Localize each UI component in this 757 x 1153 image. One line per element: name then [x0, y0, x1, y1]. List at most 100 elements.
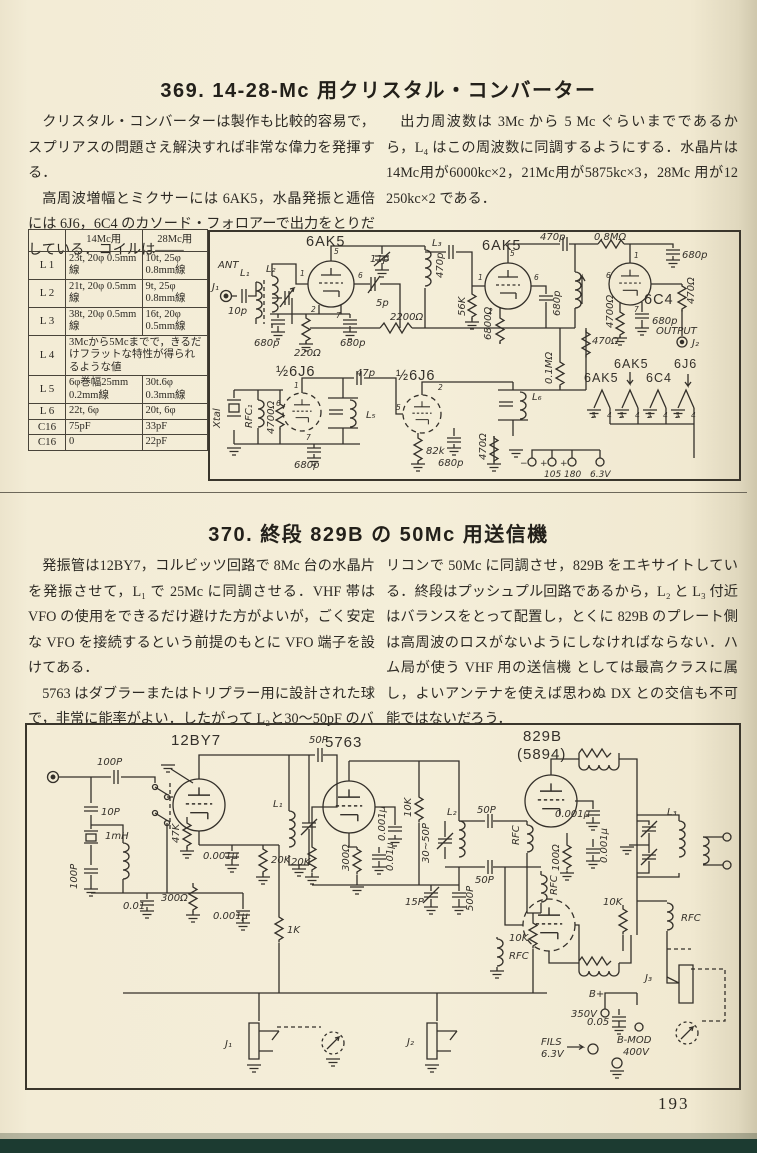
coil-l3: [678, 820, 686, 858]
label-100p: 100P: [69, 863, 80, 889]
output-jack: [676, 336, 688, 348]
col-header-28mc: 28Mc用: [141, 229, 209, 252]
tube-half-6j6-mult: [402, 394, 442, 434]
label-tube-6ak5: 6AK5: [306, 234, 345, 250]
label-l5: L₅: [366, 410, 376, 421]
label-82k: 82k: [426, 446, 446, 457]
label-680p: 680p: [340, 338, 365, 349]
label-680p: 680p: [438, 458, 463, 469]
label-08m: 0.8MΩ: [594, 232, 627, 243]
section-divider: [0, 492, 747, 493]
label-rfc: RFC: [549, 875, 560, 895]
pin: 5: [334, 247, 339, 256]
section-370-title: 370. 終段 829B の 50Mc 用送信機: [208, 524, 549, 546]
label-4700: 4700Ω: [266, 401, 277, 434]
label-680p: 680p: [682, 250, 707, 261]
switch-levers: [154, 786, 169, 822]
label-001: 0.01: [123, 901, 145, 912]
label-0001u: 0.001μ: [377, 806, 388, 841]
section-369-title: 369. 14-28-Mc 用クリスタル・コンバーター: [160, 80, 597, 102]
output-jack-pin: [679, 339, 685, 345]
label-10k: 10K: [603, 897, 624, 908]
coil-output-link: [702, 836, 710, 865]
label-tube-6c4: 6C4: [644, 292, 674, 308]
resistor-1k: [274, 914, 284, 944]
label-heater-6ak5: 6AK5: [614, 357, 649, 371]
label-l2: L₂: [447, 807, 457, 818]
label-1mh: 1mH: [105, 831, 129, 842]
label-xtal: Xtal: [212, 408, 223, 429]
capacitor-symbol: [241, 288, 247, 304]
capacitor-680p: [270, 319, 286, 325]
tube-electrodes: [291, 398, 313, 423]
label-l6: L₆: [532, 392, 542, 403]
ground: [224, 864, 240, 873]
ground: [235, 922, 251, 931]
pointer-arrows: [626, 372, 692, 388]
ground: [611, 1026, 627, 1035]
tube-half-6j6-osc: [282, 392, 322, 432]
ground: [349, 886, 365, 895]
table-header-row: 14Mc用 28Mc用: [28, 229, 209, 252]
tube-electrodes: [495, 269, 521, 300]
crystal-plates: [84, 830, 98, 844]
parasitic-resistor-bottom: [578, 955, 612, 967]
label-plus: +: [540, 459, 548, 469]
terminal-fils: [587, 1043, 599, 1055]
label-tube-829b: 829B: [523, 728, 562, 745]
labels-369: ANT J₁ L₁ 10p L₂ 6AK5 5 1 6 2 7 680p 220…: [210, 232, 707, 479]
capacitor-50p: [487, 859, 493, 875]
tube-5763: [322, 780, 376, 834]
terminal-bmod: [634, 1022, 644, 1032]
pin: 5: [510, 249, 515, 258]
coil-rfc-plate: [666, 902, 674, 931]
pin: 5: [396, 403, 401, 412]
label-output: OUTPUT: [656, 326, 698, 337]
coil-l2: [458, 820, 466, 858]
vfo-input-jack: [46, 770, 60, 784]
resistor-4700: [615, 309, 625, 339]
ground: [508, 449, 524, 458]
label-400v: 400V: [623, 1047, 650, 1058]
scan-edge: [0, 1139, 757, 1153]
pin: 2: [488, 307, 493, 316]
capacitor-100p: [113, 769, 119, 785]
ground: [255, 876, 271, 885]
tank-cap-l5: [328, 409, 344, 415]
label-l3: L₃: [432, 238, 442, 249]
page-number: 193: [658, 1094, 690, 1113]
label-j2: J₂: [405, 1037, 414, 1048]
parasitic-coil-top: [578, 759, 620, 771]
label-j1: J₁: [223, 1039, 232, 1050]
schematic-370-transmitter: 100P 10P 1mH 100P 0.01 300Ω 47K 12BY7 0.…: [25, 723, 741, 1090]
paragraph: クリスタル・コンバーターは製作も比較的容易で，スプリアスの問題さえ解決すれば非常…: [28, 114, 375, 181]
label-heater-6j6: 6J6: [674, 357, 697, 371]
label-ant: ANT: [217, 260, 239, 271]
label-63v: 6.3V: [541, 1049, 565, 1060]
pin: 4: [607, 411, 612, 420]
pin: 6: [534, 273, 539, 282]
pin: 1: [478, 273, 483, 282]
pin: 3: [619, 411, 624, 420]
coil-rfc-grid1: [526, 824, 534, 853]
label-j1: J₁: [210, 282, 219, 293]
label-680p: 680p: [652, 316, 677, 327]
label-01m: 0.1MΩ: [544, 351, 555, 384]
paragraph: 出力周波数は 3Mc から 5 Mc ぐらいまでであるから，L₄ はこの周波数に…: [386, 114, 738, 207]
capacitor-680p: [306, 447, 322, 453]
label-10p: 10p: [228, 306, 247, 317]
tube-12by7: [172, 778, 226, 832]
coil-rfc-bottom: [496, 938, 504, 967]
pin: 2: [311, 305, 316, 314]
resistor-300: [352, 846, 362, 876]
ground: [179, 850, 195, 859]
label-heater-6ak5: 6AK5: [584, 371, 619, 385]
capacitor-680p: [446, 437, 462, 443]
capacitor-0001u: [387, 826, 403, 832]
terminal-minus: [527, 457, 537, 467]
schematic-370-drawing: 100P 10P 1mH 100P 0.01 300Ω 47K 12BY7 0.…: [46, 728, 732, 1079]
scan-shadow: [0, 1133, 757, 1139]
